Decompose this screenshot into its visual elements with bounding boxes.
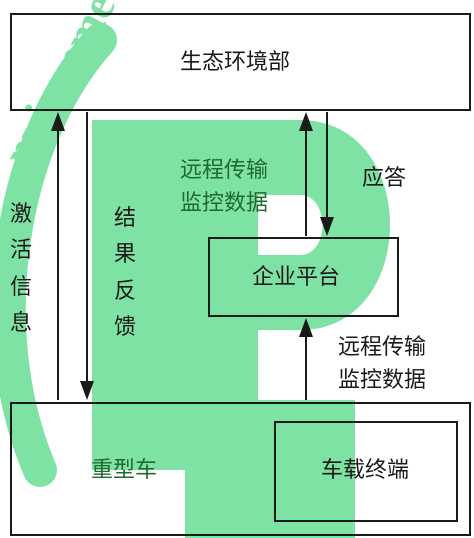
terminal-box <box>274 421 458 522</box>
ministry-box <box>10 13 471 111</box>
terminal-label: 车载终端 <box>321 458 410 483</box>
feedback-label: 结 果 反 馈 <box>113 201 137 346</box>
remote-upper-line1: 远程传输 <box>180 158 269 183</box>
watermark-logo-shape <box>92 120 390 538</box>
truck-label: 重型车 <box>91 458 158 483</box>
activation-char-2: 活 <box>9 238 32 264</box>
activation-label: 激 活 信 息 <box>9 197 33 342</box>
ministry-label: 生态环境部 <box>180 50 291 75</box>
activation-char-3: 信 <box>9 274 32 300</box>
truck-box <box>10 402 471 536</box>
remote-upper-line2: 监控数据 <box>180 191 269 216</box>
activation-char-1: 激 <box>9 202 32 227</box>
response-label: 应答 <box>362 166 407 191</box>
watermark-arc <box>0 23 117 487</box>
platform-box <box>208 237 399 317</box>
feedback-char-2: 果 <box>113 242 136 268</box>
activation-char-4: 息 <box>9 310 32 336</box>
feedback-char-4: 馈 <box>113 314 136 340</box>
platform-label: 企业平台 <box>252 265 341 290</box>
feedback-char-1: 结 <box>113 206 136 231</box>
remote-lower-line1: 远程传输 <box>338 335 427 360</box>
remote-lower-line2: 监控数据 <box>338 368 427 393</box>
feedback-char-3: 反 <box>113 278 136 304</box>
